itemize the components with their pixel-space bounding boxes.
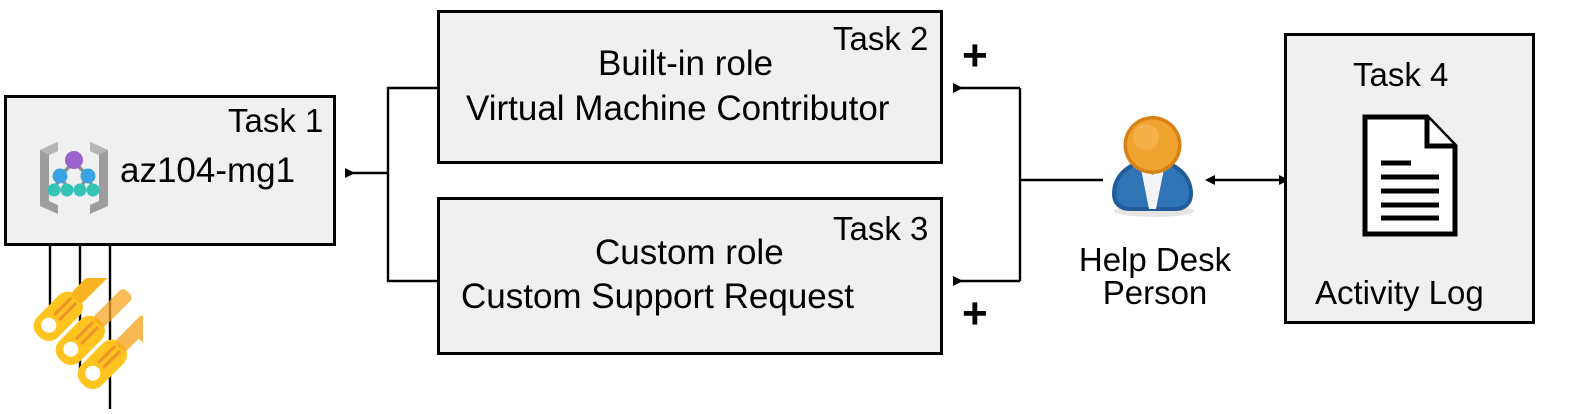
person-icon bbox=[1105, 113, 1200, 218]
task-3-tag: Task 3 bbox=[833, 210, 929, 247]
person-caption-line-2: Person bbox=[1102, 274, 1208, 311]
key-icon bbox=[77, 315, 158, 390]
task-1-box[interactable] bbox=[4, 95, 336, 246]
task-3-line-1: Custom role bbox=[595, 233, 784, 272]
task-2-box[interactable] bbox=[437, 10, 943, 164]
plus-operator-bottom: + bbox=[962, 289, 988, 338]
person-caption: Help Desk Person bbox=[1065, 243, 1245, 309]
task-2-line-2: Virtual Machine Contributor bbox=[466, 89, 890, 128]
task-3-line-2: Custom Support Request bbox=[461, 277, 854, 316]
task-3-box[interactable] bbox=[437, 197, 943, 355]
task-1-label: az104-mg1 bbox=[120, 151, 296, 190]
key-icon bbox=[55, 289, 132, 366]
connector-person-to-roles bbox=[953, 83, 1103, 286]
task-1-tag: Task 1 bbox=[228, 102, 324, 139]
management-group-icon bbox=[28, 138, 120, 216]
plus-operator-top: + bbox=[962, 31, 988, 80]
task-4-label: Activity Log bbox=[1315, 274, 1484, 311]
task-2-tag: Task 2 bbox=[833, 20, 929, 57]
document-icon bbox=[1361, 113, 1459, 238]
task-2-line-1: Built-in role bbox=[598, 44, 774, 83]
person-caption-line-1: Help Desk bbox=[1078, 241, 1232, 278]
task-4-tag: Task 4 bbox=[1353, 56, 1449, 93]
keys-icon bbox=[18, 265, 158, 409]
connector-roles-to-management-group bbox=[345, 86, 437, 283]
